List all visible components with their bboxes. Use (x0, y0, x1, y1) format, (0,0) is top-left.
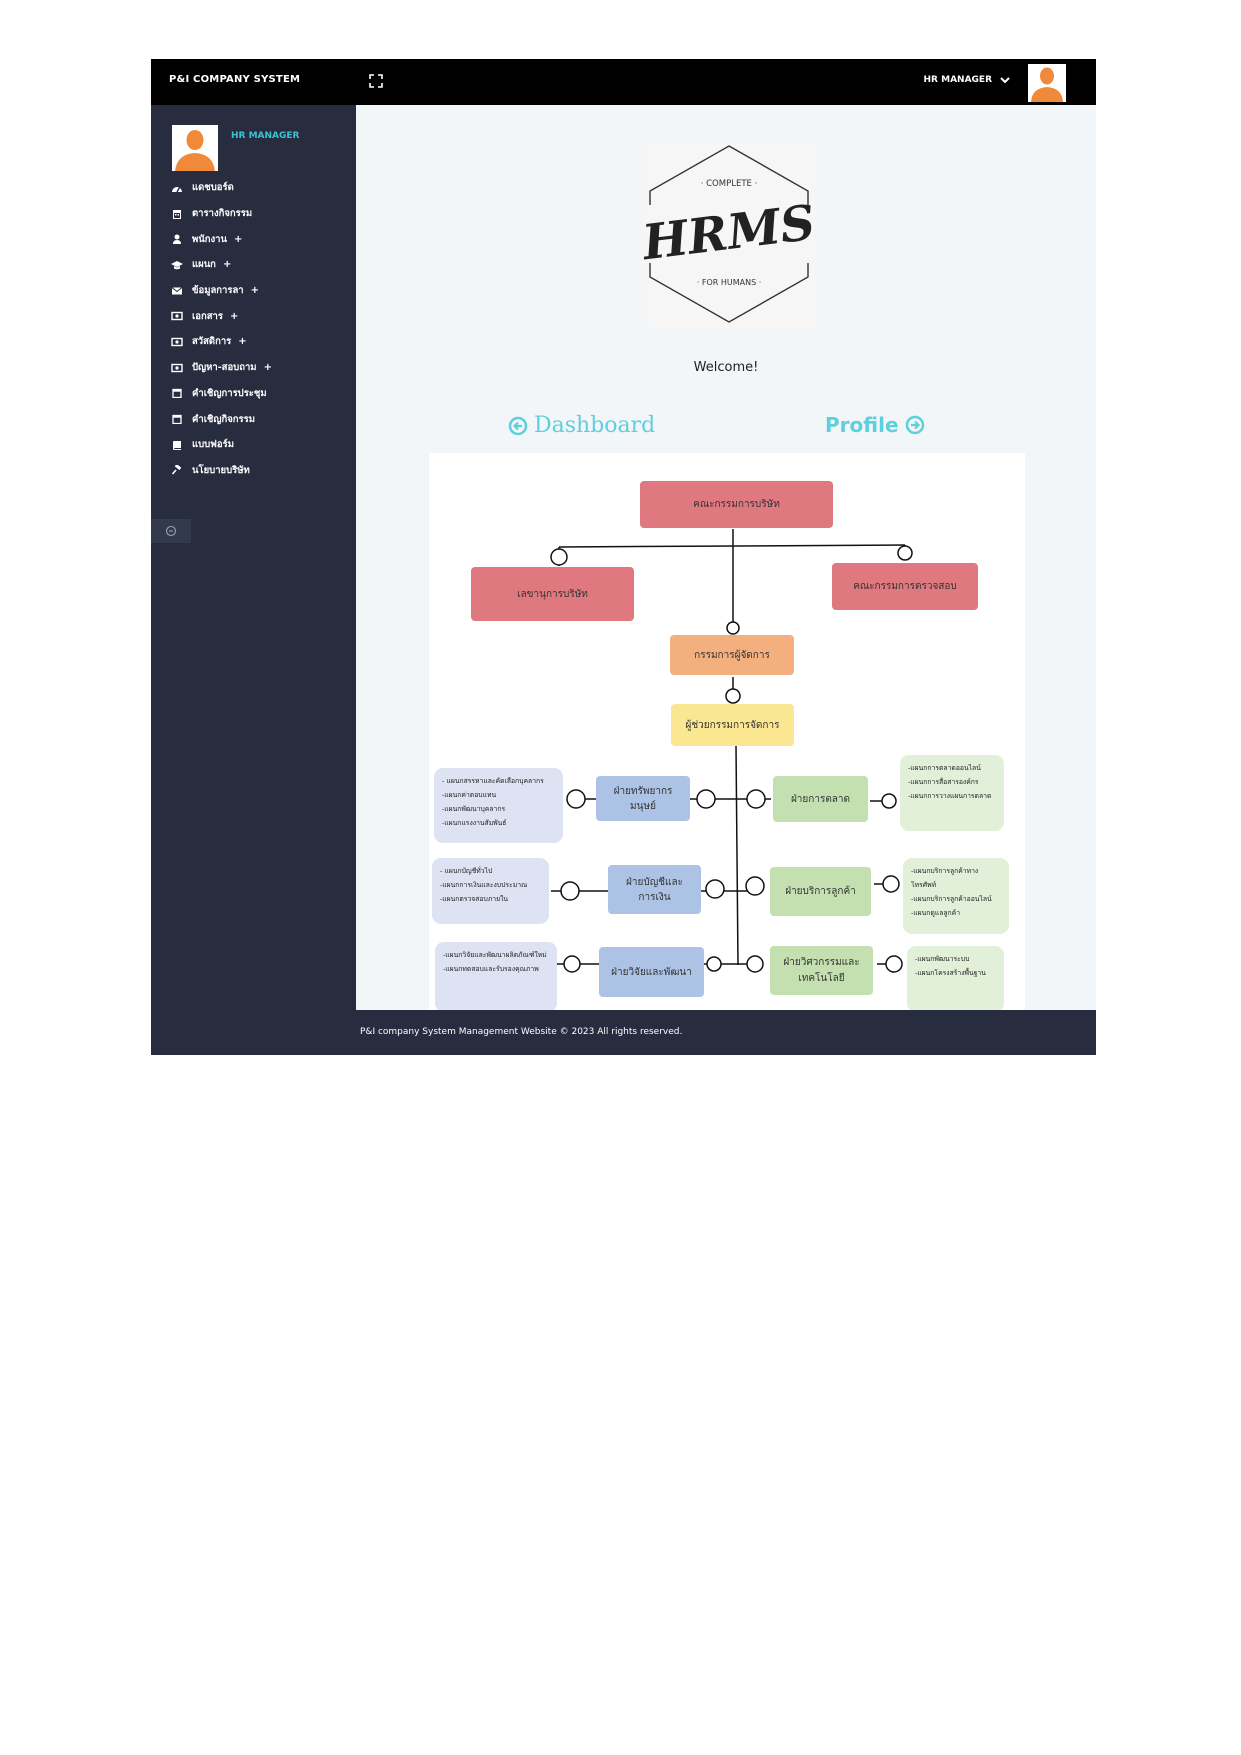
org-assistant-director: ผู้ช่วยกรรมการจัดการ (671, 704, 794, 746)
dashboard-link-label: Dashboard (534, 413, 656, 438)
org-customer-service-dept: ฝ่ายบริการลูกค้า (770, 867, 871, 916)
chevron-down-icon (1000, 77, 1010, 84)
sidebar-item-activity-invites[interactable]: คำเชิญกิจกรรม (171, 406, 272, 432)
org-engineering-dept: ฝ่ายวิศวกรรมและ เทคโนโลยี (770, 946, 873, 995)
expand-plus-icon: + (238, 336, 247, 348)
dashboard-icon (172, 186, 182, 193)
sidebar-item-label: คำเชิญกิจกรรม (192, 413, 256, 425)
calendar-icon (173, 209, 181, 219)
org-marketing-dept: ฝ่ายการตลาด (773, 776, 868, 822)
org-managing-director: กรรมการผู้จัดการ (670, 635, 794, 675)
sidebar-item-welfare[interactable]: สวัสดิการ + (171, 329, 272, 355)
org-service-notes: -แผนกบริการลูกค้าทาง โทรศัพท์ -แผนกบริกา… (903, 858, 1009, 934)
gavel-icon (171, 465, 182, 475)
user-menu[interactable]: HR MANAGER (924, 75, 1010, 85)
money-icon (171, 363, 183, 372)
hrms-logo: · COMPLETE · HRMS · FOR HUMANS · (643, 139, 815, 329)
sidebar-item-label: ปัญหา-สอบถาม (192, 362, 257, 374)
profile-link[interactable]: Profile (825, 413, 925, 437)
sidebar-item-label: สวัสดิการ (192, 336, 232, 348)
sidebar-item-leave[interactable]: ข้อมูลการลา + (171, 278, 272, 304)
sidebar-item-label: เอกสาร (192, 310, 223, 322)
user-role-label: HR MANAGER (923, 75, 992, 85)
arrow-circle-right-icon (905, 415, 924, 435)
user-icon (173, 234, 181, 245)
sidebar-item-label: นโยบายบริษัท (192, 464, 250, 476)
logo-bottom-text: · FOR HUMANS · (697, 278, 761, 287)
sidebar-item-dashboard[interactable]: แดชบอร์ด (171, 175, 272, 201)
org-board: คณะกรรมการบริษัท (640, 481, 833, 528)
sidebar-user-role: HR MANAGER (231, 131, 300, 141)
org-hr-dept: ฝ่ายทรัพยากร มนุษย์ (596, 776, 690, 821)
org-audit-committee: คณะกรรมการตรวจสอบ (832, 563, 978, 610)
sidebar: HR MANAGER แดชบอร์ด ตารางกิจกรรม พนักงาน… (151, 105, 356, 1055)
org-secretary: เลขานุการบริษัท (471, 567, 634, 621)
sidebar-item-label: แผนก (192, 259, 216, 271)
sidebar-item-label: แดชบอร์ด (192, 182, 234, 194)
expand-plus-icon: + (250, 285, 260, 297)
sidebar-item-label: คำเชิญการประชุม (192, 387, 267, 399)
sidebar-item-label: แบบฟอร์ม (192, 439, 234, 451)
graduation-cap-icon (171, 260, 183, 270)
sidebar-item-policy[interactable]: นโยบายบริษัท (171, 458, 272, 484)
expand-plus-icon: + (233, 233, 243, 245)
org-finance-notes: - แผนกบัญชีทั่วไป -แผนกการเงินและงบประมา… (432, 858, 549, 924)
expand-icon[interactable] (369, 74, 383, 88)
sidebar-item-issues[interactable]: ปัญหา-สอบถาม + (171, 355, 272, 381)
money-icon (171, 337, 183, 347)
dashboard-link[interactable]: Dashboard (508, 413, 655, 438)
expand-plus-icon: + (229, 310, 239, 322)
org-rd-dept: ฝ่ายวิจัยและพัฒนา (599, 947, 704, 997)
sidebar-collapse-button[interactable] (151, 519, 191, 543)
money-icon (171, 312, 183, 321)
org-engineering-notes: -แผนกพัฒนาระบบ -แผนกโครงสร้างพื้นฐาน (907, 946, 1004, 1010)
logo-top-text: · COMPLETE · (701, 179, 758, 189)
org-finance-dept: ฝ่ายบัญชีและ การเงิน (608, 865, 701, 914)
app-window: P&I COMPANY SYSTEM HR MANAGER HR MANAGER (151, 59, 1096, 1055)
sidebar-item-meeting-invites[interactable]: คำเชิญการประชุม (171, 381, 272, 407)
sidebar-menu: แดชบอร์ด ตารางกิจกรรม พนักงาน + แผนก + ข… (171, 175, 272, 483)
org-hr-notes: - แผนกสรรหาและคัดเลือกบุคลากร -แผนกค่าตอ… (434, 768, 563, 843)
main-content: · COMPLETE · HRMS · FOR HUMANS · Welcome… (356, 105, 1096, 1010)
sidebar-avatar (172, 125, 218, 171)
sidebar-item-departments[interactable]: แผนก + (171, 252, 272, 278)
book-icon (173, 440, 181, 450)
org-chart: คณะกรรมการบริษัท เลขานุการบริษัท คณะกรรม… (429, 453, 1025, 1010)
calendar-o-icon (172, 414, 182, 425)
top-navbar: P&I COMPANY SYSTEM HR MANAGER (151, 59, 1096, 105)
sidebar-item-label: ข้อมูลการลา (192, 285, 244, 297)
arrow-circle-left-icon (508, 416, 528, 435)
sidebar-item-label: พนักงาน (192, 233, 227, 245)
sidebar-item-label: ตารางกิจกรรม (192, 208, 253, 220)
sidebar-item-employees[interactable]: พนักงาน + (171, 226, 272, 252)
collapse-circle-icon (165, 525, 177, 537)
footer: P&I company System Management Website © … (352, 1010, 1096, 1055)
avatar[interactable] (1028, 64, 1066, 102)
profile-link-label: Profile (825, 413, 899, 437)
calendar-o-icon (172, 389, 182, 399)
expand-plus-icon: + (222, 259, 232, 271)
org-rd-notes: -แผนกวิจัยและพัฒนาผลิตภัณฑ์ใหม่ -แผนกทดส… (435, 942, 557, 1010)
expand-plus-icon: + (263, 362, 272, 374)
sidebar-item-documents[interactable]: เอกสาร + (171, 303, 272, 329)
welcome-message: Welcome! (693, 360, 759, 375)
sidebar-item-forms[interactable]: แบบฟอร์ม (171, 432, 272, 458)
envelope-icon (171, 286, 183, 295)
brand-title[interactable]: P&I COMPANY SYSTEM (169, 74, 301, 85)
org-marketing-notes: -แผนกการตลาดออนไลน์ -แผนกการสื่อสารองค์ก… (900, 755, 1004, 831)
sidebar-item-calendar[interactable]: ตารางกิจกรรม (171, 201, 272, 227)
footer-copyright: P&I company System Management Website © … (360, 1027, 683, 1037)
